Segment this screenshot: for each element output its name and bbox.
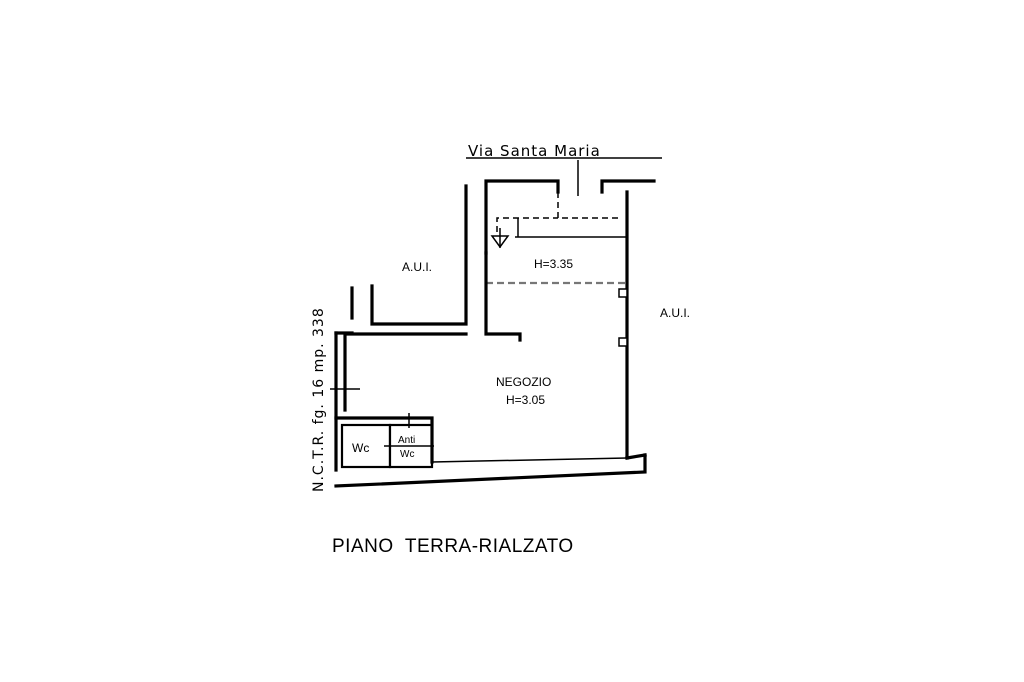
neighbor-label-left: A.U.I. (402, 260, 432, 274)
inner-wall-upper-left (370, 184, 468, 326)
antiwc-label-1: Anti (398, 435, 415, 446)
right-wall-bottom-extension (625, 453, 647, 460)
cadastral-reference: N.C.T.R. fg. 16 mp. 338 (311, 307, 327, 492)
wc-top-wall (334, 416, 434, 464)
facade-wall-left (484, 179, 560, 255)
antiwc-label-2: Wc (400, 449, 414, 460)
inner-wall-step (484, 251, 522, 342)
floor-title: PIANO TERRA-RIALZATO (332, 536, 574, 557)
shop-left-wall (343, 332, 468, 412)
entry-stair-outline (557, 192, 618, 219)
wc-room (340, 423, 392, 469)
street-name: Via Santa Maria (468, 142, 601, 160)
wc-label: Wc (352, 441, 369, 455)
neighbor-label-right: A.U.I. (660, 306, 690, 320)
upper-room-height: H=3.35 (534, 257, 573, 271)
entry-stair-outline-2 (496, 217, 558, 232)
facade-wall-right (600, 179, 656, 194)
bottom-inner-wall (431, 457, 628, 463)
pilaster-1 (618, 288, 628, 298)
pilaster-2 (618, 337, 628, 347)
shop-name: NEGOZIO (496, 375, 551, 389)
bottom-wall (334, 453, 647, 488)
shop-height: H=3.05 (506, 393, 545, 407)
